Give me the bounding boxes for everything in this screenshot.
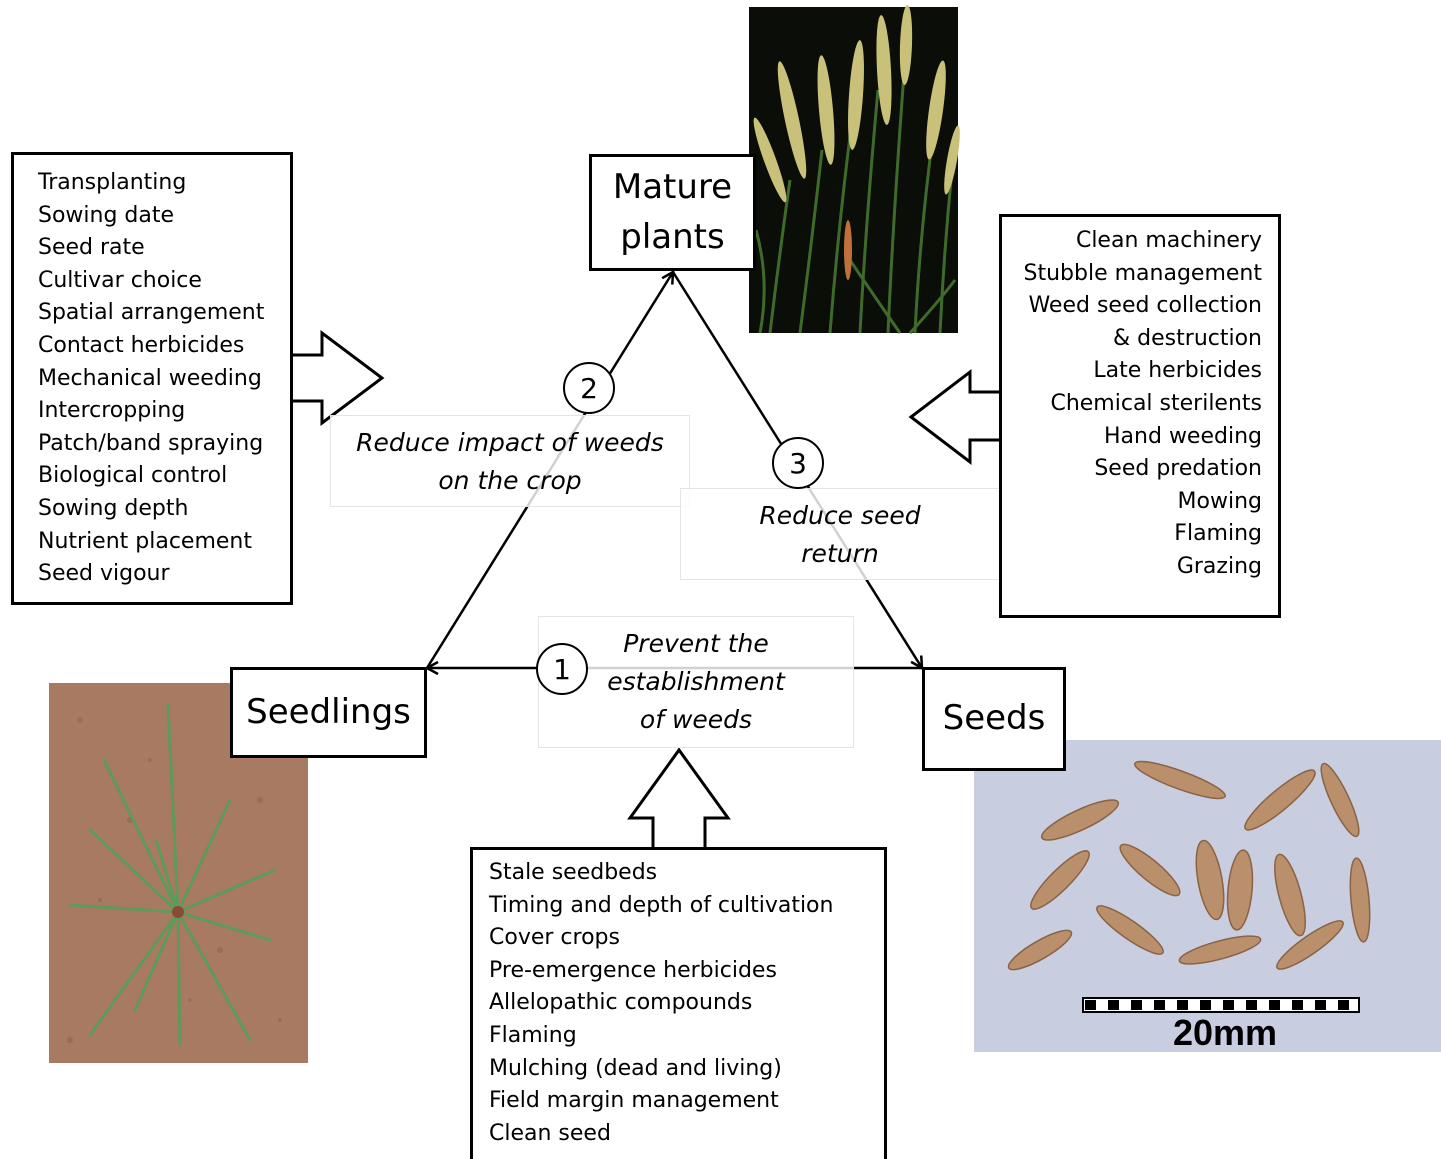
- bottom-methods-box: Stale seedbedsTiming and depth of cultiv…: [470, 847, 887, 1159]
- list-item: Spatial arrangement: [38, 297, 264, 330]
- list-item: Stale seedbeds: [489, 857, 833, 890]
- stage-mature-plants: Mature plants: [589, 154, 756, 271]
- list-item: Patch/band spraying: [38, 428, 264, 461]
- goal-three-number: 3: [772, 437, 824, 489]
- list-item: Stubble management: [1024, 258, 1262, 291]
- list-item: Grazing: [1024, 551, 1262, 584]
- list-item: Seed rate: [38, 232, 264, 265]
- list-item: Hand weeding: [1024, 421, 1262, 454]
- block-arrow-up: [630, 750, 728, 849]
- goal-two-label: Reduce impact of weeds on the crop: [330, 415, 690, 507]
- list-item: Mowing: [1024, 486, 1262, 519]
- goal-three-text: Reduce seed return: [681, 497, 999, 573]
- list-item: Nutrient placement: [38, 526, 264, 559]
- list-item: Weed seed collection: [1024, 290, 1262, 323]
- right-methods-list: Clean machineryStubble managementWeed se…: [1024, 225, 1262, 584]
- list-item: Seed vigour: [38, 558, 264, 591]
- list-item: Pre-emergence herbicides: [489, 955, 833, 988]
- list-item: Late herbicides: [1024, 355, 1262, 388]
- list-item: Sowing depth: [38, 493, 264, 526]
- list-item: Seed predation: [1024, 453, 1262, 486]
- block-arrow-left: [911, 372, 1001, 462]
- list-item: Flaming: [1024, 518, 1262, 551]
- list-item: Cultivar choice: [38, 265, 264, 298]
- goal-one-label: Prevent the establishment of weeds: [538, 616, 854, 748]
- goal-two-text: Reduce impact of weeds on the crop: [331, 424, 689, 500]
- stage-seeds: Seeds: [922, 667, 1066, 771]
- list-item: Sowing date: [38, 200, 264, 233]
- block-arrow-right: [291, 333, 382, 423]
- list-item: Transplanting: [38, 167, 264, 200]
- list-item: Clean machinery: [1024, 225, 1262, 258]
- list-item: Timing and depth of cultivation: [489, 890, 833, 923]
- goal-three-label: Reduce seed return: [680, 488, 1000, 580]
- bottom-methods-list: Stale seedbedsTiming and depth of cultiv…: [489, 857, 833, 1150]
- right-methods-box: Clean machineryStubble managementWeed se…: [999, 214, 1281, 618]
- list-item: Chemical sterilents: [1024, 388, 1262, 421]
- list-item: Clean seed: [489, 1118, 833, 1151]
- list-item: Field margin management: [489, 1085, 833, 1118]
- list-item: & destruction: [1024, 323, 1262, 356]
- list-item: Allelopathic compounds: [489, 987, 833, 1020]
- list-item: Flaming: [489, 1020, 833, 1053]
- goal-two-number: 2: [563, 362, 615, 414]
- stage-seedlings: Seedlings: [230, 667, 427, 758]
- goal-one-text: Prevent the establishment of weeds: [539, 625, 853, 739]
- list-item: Cover crops: [489, 922, 833, 955]
- left-methods-list: TransplantingSowing dateSeed rateCultiva…: [38, 167, 264, 591]
- list-item: Contact herbicides: [38, 330, 264, 363]
- left-methods-box: TransplantingSowing dateSeed rateCultiva…: [11, 152, 293, 605]
- list-item: Biological control: [38, 460, 264, 493]
- list-item: Intercropping: [38, 395, 264, 428]
- list-item: Mulching (dead and living): [489, 1053, 833, 1086]
- goal-one-number: 1: [536, 643, 588, 695]
- list-item: Mechanical weeding: [38, 363, 264, 396]
